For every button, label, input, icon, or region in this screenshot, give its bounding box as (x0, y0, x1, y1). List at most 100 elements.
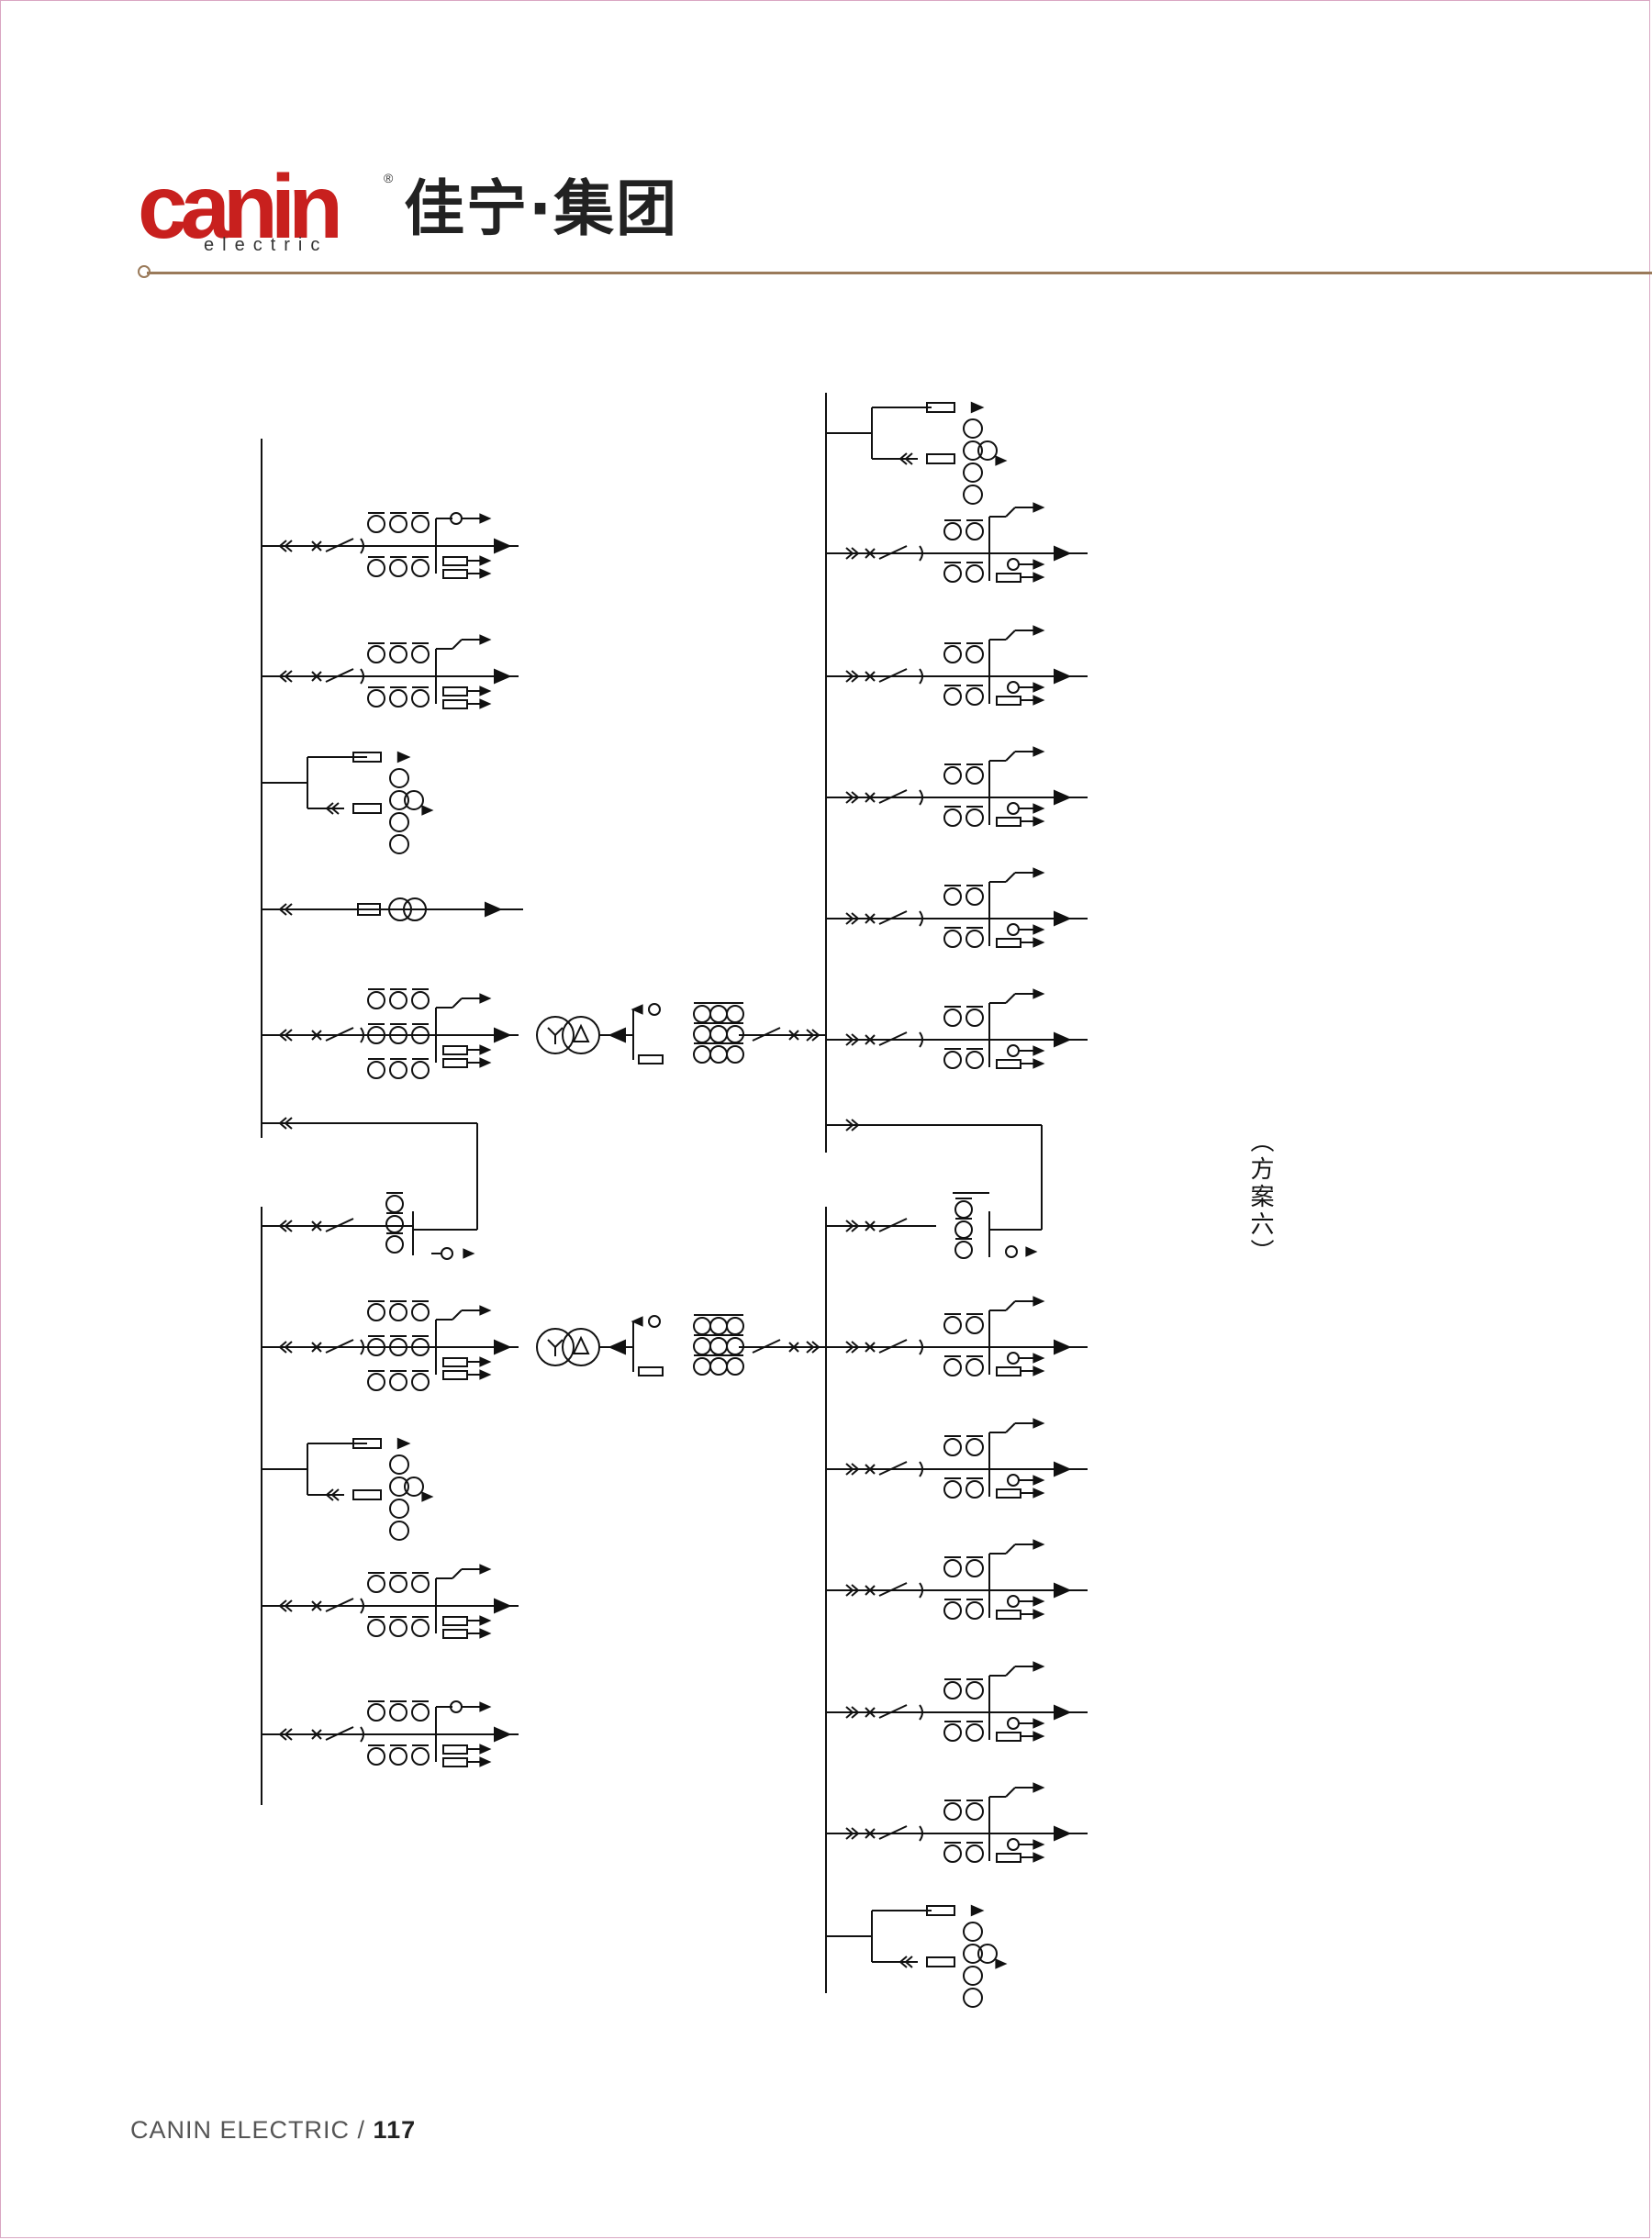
arrow-icon (1025, 1246, 1038, 1257)
plug-icon (284, 903, 293, 916)
fuse-icon (442, 1045, 468, 1055)
meter-arrow-icon (479, 513, 492, 524)
plug-icon (904, 1956, 913, 1968)
meter-icon (441, 1247, 453, 1260)
plug-icon (919, 1704, 923, 1721)
plug-icon (806, 1341, 815, 1354)
feeder-arrow-icon (1054, 1704, 1072, 1721)
meter-arrow-icon (1032, 1539, 1045, 1550)
current-transformer-icon (411, 1747, 430, 1766)
meter-arrow-icon (1032, 746, 1045, 757)
plug-icon (278, 1728, 287, 1741)
meter-arrow-icon (1032, 682, 1045, 693)
meter-icon (1007, 802, 1020, 815)
feeder-arrow-icon (494, 538, 512, 554)
voltage-transformer-icon (389, 1499, 409, 1519)
current-transformer-icon (966, 1316, 984, 1334)
meter-arrow-icon (1032, 1296, 1045, 1307)
wire (452, 1568, 463, 1579)
plug-icon (284, 1029, 293, 1042)
fuse-icon (442, 556, 468, 566)
current-transformer-icon (367, 1061, 385, 1079)
meter-icon (1005, 1245, 1018, 1258)
breaker-icon (311, 1030, 322, 1041)
meter-arrow-icon (1032, 1353, 1045, 1364)
current-transformer-icon (411, 1061, 430, 1079)
plug-icon (278, 670, 287, 683)
plug-icon (851, 1220, 860, 1232)
current-transformer-icon (943, 808, 962, 827)
current-transformer-icon (966, 645, 984, 663)
breaker-icon (865, 1707, 876, 1718)
voltage-transformer-icon (389, 1521, 409, 1541)
voltage-transformer-icon (404, 790, 424, 810)
current-transformer-icon (943, 1559, 962, 1577)
wire (452, 639, 463, 650)
arrow-icon (396, 1437, 411, 1450)
plug-icon (278, 903, 287, 916)
switch-blade-icon (752, 1339, 781, 1354)
voltage-transformer-icon (389, 790, 409, 810)
fuse-icon (996, 1610, 1021, 1620)
plug-icon (278, 1599, 287, 1612)
current-transformer-icon (367, 515, 385, 533)
breaker-icon (865, 1585, 876, 1596)
current-transformer-icon (389, 1619, 407, 1637)
plug-icon (851, 1033, 860, 1046)
meter-arrow-icon (479, 1756, 492, 1767)
plug-icon (899, 452, 908, 465)
current-transformer-icon (367, 645, 385, 663)
voltage-transformer-icon (977, 440, 998, 461)
footer-page-number: 117 (373, 2116, 417, 2144)
current-transformer-icon (367, 559, 385, 577)
feeder-arrow-icon (1054, 789, 1072, 806)
meter-arrow-icon (1032, 924, 1045, 935)
current-transformer-icon (389, 991, 407, 1009)
plug-icon (325, 1488, 334, 1501)
plug-icon (851, 1119, 860, 1131)
plug-icon (325, 802, 334, 815)
plug-icon (904, 452, 913, 465)
voltage-transformer-icon (963, 418, 983, 439)
meter-arrow-icon (479, 1305, 492, 1316)
fuse-icon (442, 1744, 468, 1755)
current-transformer-icon (693, 1005, 711, 1023)
current-transformer-icon (389, 1703, 407, 1722)
switch-blade-icon (325, 1598, 354, 1612)
meter-icon (1007, 1717, 1020, 1730)
current-transformer-icon (943, 522, 962, 540)
brand-logo: canin ® electric 佳宁·集团 (138, 162, 734, 266)
current-transformer-icon (966, 1051, 984, 1069)
feeder-arrow-icon (1054, 1339, 1072, 1355)
switch-blade-icon (878, 1031, 908, 1046)
fuse-icon (442, 1370, 468, 1380)
current-transformer-icon (411, 991, 430, 1009)
breaker-icon (865, 548, 876, 559)
fuse-icon (996, 1853, 1021, 1863)
plug-icon (919, 910, 923, 927)
plug-icon (919, 789, 923, 806)
current-transformer-icon (943, 1802, 962, 1821)
switch-blade-icon (878, 1461, 908, 1476)
breaker-icon (311, 1342, 322, 1353)
plug-icon (919, 1339, 923, 1355)
current-transformer-icon (693, 1025, 711, 1043)
meter-arrow-icon (479, 993, 492, 1004)
current-transformer-icon (943, 1051, 962, 1069)
feeder-arrow-icon (1054, 668, 1072, 685)
fuse-icon (442, 1757, 468, 1767)
current-transformer-icon (389, 1061, 407, 1079)
meter-arrow-icon (1032, 625, 1045, 636)
arrow-icon (995, 1958, 1008, 1969)
wire (1005, 1422, 1016, 1433)
transformer-icon (572, 1335, 590, 1354)
meter-arrow-icon (1032, 1488, 1045, 1499)
fuse-icon (442, 1058, 468, 1068)
current-transformer-icon (389, 689, 407, 708)
current-transformer-icon (966, 1681, 984, 1700)
voltage-transformer-icon (977, 1944, 998, 1964)
current-transformer-icon (966, 1802, 984, 1821)
wire (1005, 1787, 1016, 1798)
current-transformer-icon (389, 645, 407, 663)
plug-icon (811, 1029, 820, 1042)
